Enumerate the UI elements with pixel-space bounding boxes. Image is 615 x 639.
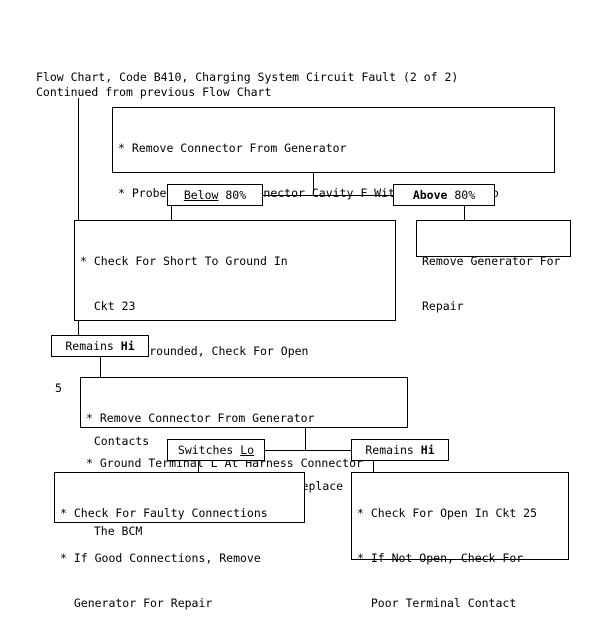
branch-label-below-80: Below 80% — [167, 184, 263, 206]
edge-box4-to-branch-bus — [305, 428, 306, 450]
node-box-4: * Remove Connector From Generator * Grou… — [80, 377, 408, 515]
step-number-5: 5 — [55, 381, 62, 395]
box3-line-2: Repair — [422, 299, 464, 313]
box2-line-5: Contacts — [80, 434, 150, 448]
node-box-1: * Remove Connector From Generator * Prob… — [112, 107, 555, 290]
edge-below-to-box2 — [171, 206, 172, 220]
edge-branch-bus-bottom — [265, 450, 351, 451]
box3-line-1: Remove Generator For — [422, 254, 561, 268]
branch-label-remains-hi-2-value: Hi — [420, 442, 435, 457]
branch-label-remains-hi-1-word: Remains — [65, 338, 121, 353]
branch-label-switches-lo-text: Switches Lo — [178, 443, 254, 458]
branch-label-switches-lo-word: Switches — [177, 442, 241, 457]
node-box-3: Remove Generator For Repair — [416, 220, 571, 313]
box2-line-1: * Check For Short To Ground In — [80, 254, 288, 268]
node-box-2: * Check For Short To Ground In Ckt 23 * … — [74, 220, 396, 538]
branch-label-remains-hi-2: Remains Hi — [351, 439, 449, 461]
branch-label-above-80: Above 80% — [393, 184, 495, 206]
branch-label-remains-hi-2-text: Remains Hi — [365, 443, 434, 458]
edge-box1-to-branch-bus — [313, 173, 314, 195]
branch-label-below-80-value: 80% — [218, 187, 247, 202]
box4-line-1: * Remove Connector From Generator — [86, 411, 315, 425]
branch-label-remains-hi-1-value: Hi — [120, 338, 135, 353]
edge-above-to-box3 — [464, 206, 465, 220]
branch-label-below-80-text: Below 80% — [184, 188, 246, 203]
page-subtitle: Continued from previous Flow Chart — [36, 85, 272, 99]
edge-remains-hi-2-to-box6 — [373, 461, 374, 472]
branch-label-above-80-text: Above 80% — [413, 188, 475, 203]
edge-box2-to-remains-hi-1 — [78, 321, 79, 335]
edge-previous-to-box2 — [78, 98, 79, 220]
edge-remains-hi-1-to-box4 — [100, 357, 101, 377]
edge-switches-lo-to-box5 — [198, 461, 199, 472]
box6-line-3: Poor Terminal Contact — [357, 596, 517, 610]
box5-line-2: * If Good Connections, Remove — [60, 551, 261, 565]
branch-label-switches-lo-value: Lo — [240, 442, 255, 457]
branch-label-remains-hi-2-word: Remains — [365, 442, 421, 457]
node-box-6: * Check For Open In Ckt 25 * If Not Open… — [351, 472, 569, 610]
edge-branch-bus-top — [263, 195, 393, 196]
box1-line-1: * Remove Connector From Generator — [118, 141, 347, 155]
box6-line-2: * If Not Open, Check For — [357, 551, 524, 565]
branch-label-remains-hi-1-text: Remains Hi — [65, 339, 134, 354]
page-title: Flow Chart, Code B410, Charging System C… — [36, 70, 459, 84]
node-box-5: * Check For Faulty Connections * If Good… — [54, 472, 305, 610]
branch-label-switches-lo: Switches Lo — [167, 439, 265, 461]
branch-label-above-80-word: Above — [412, 187, 448, 202]
box5-line-1: * Check For Faulty Connections — [60, 506, 268, 520]
box6-line-1: * Check For Open In Ckt 25 — [357, 506, 538, 520]
branch-label-remains-hi-1: Remains Hi — [51, 335, 149, 357]
box2-line-7: The BCM — [80, 524, 143, 538]
box5-line-3: Generator For Repair — [60, 596, 213, 610]
branch-label-below-80-word: Below — [183, 187, 219, 202]
box2-line-2: Ckt 23 — [80, 299, 136, 313]
branch-label-above-80-value: 80% — [447, 187, 476, 202]
